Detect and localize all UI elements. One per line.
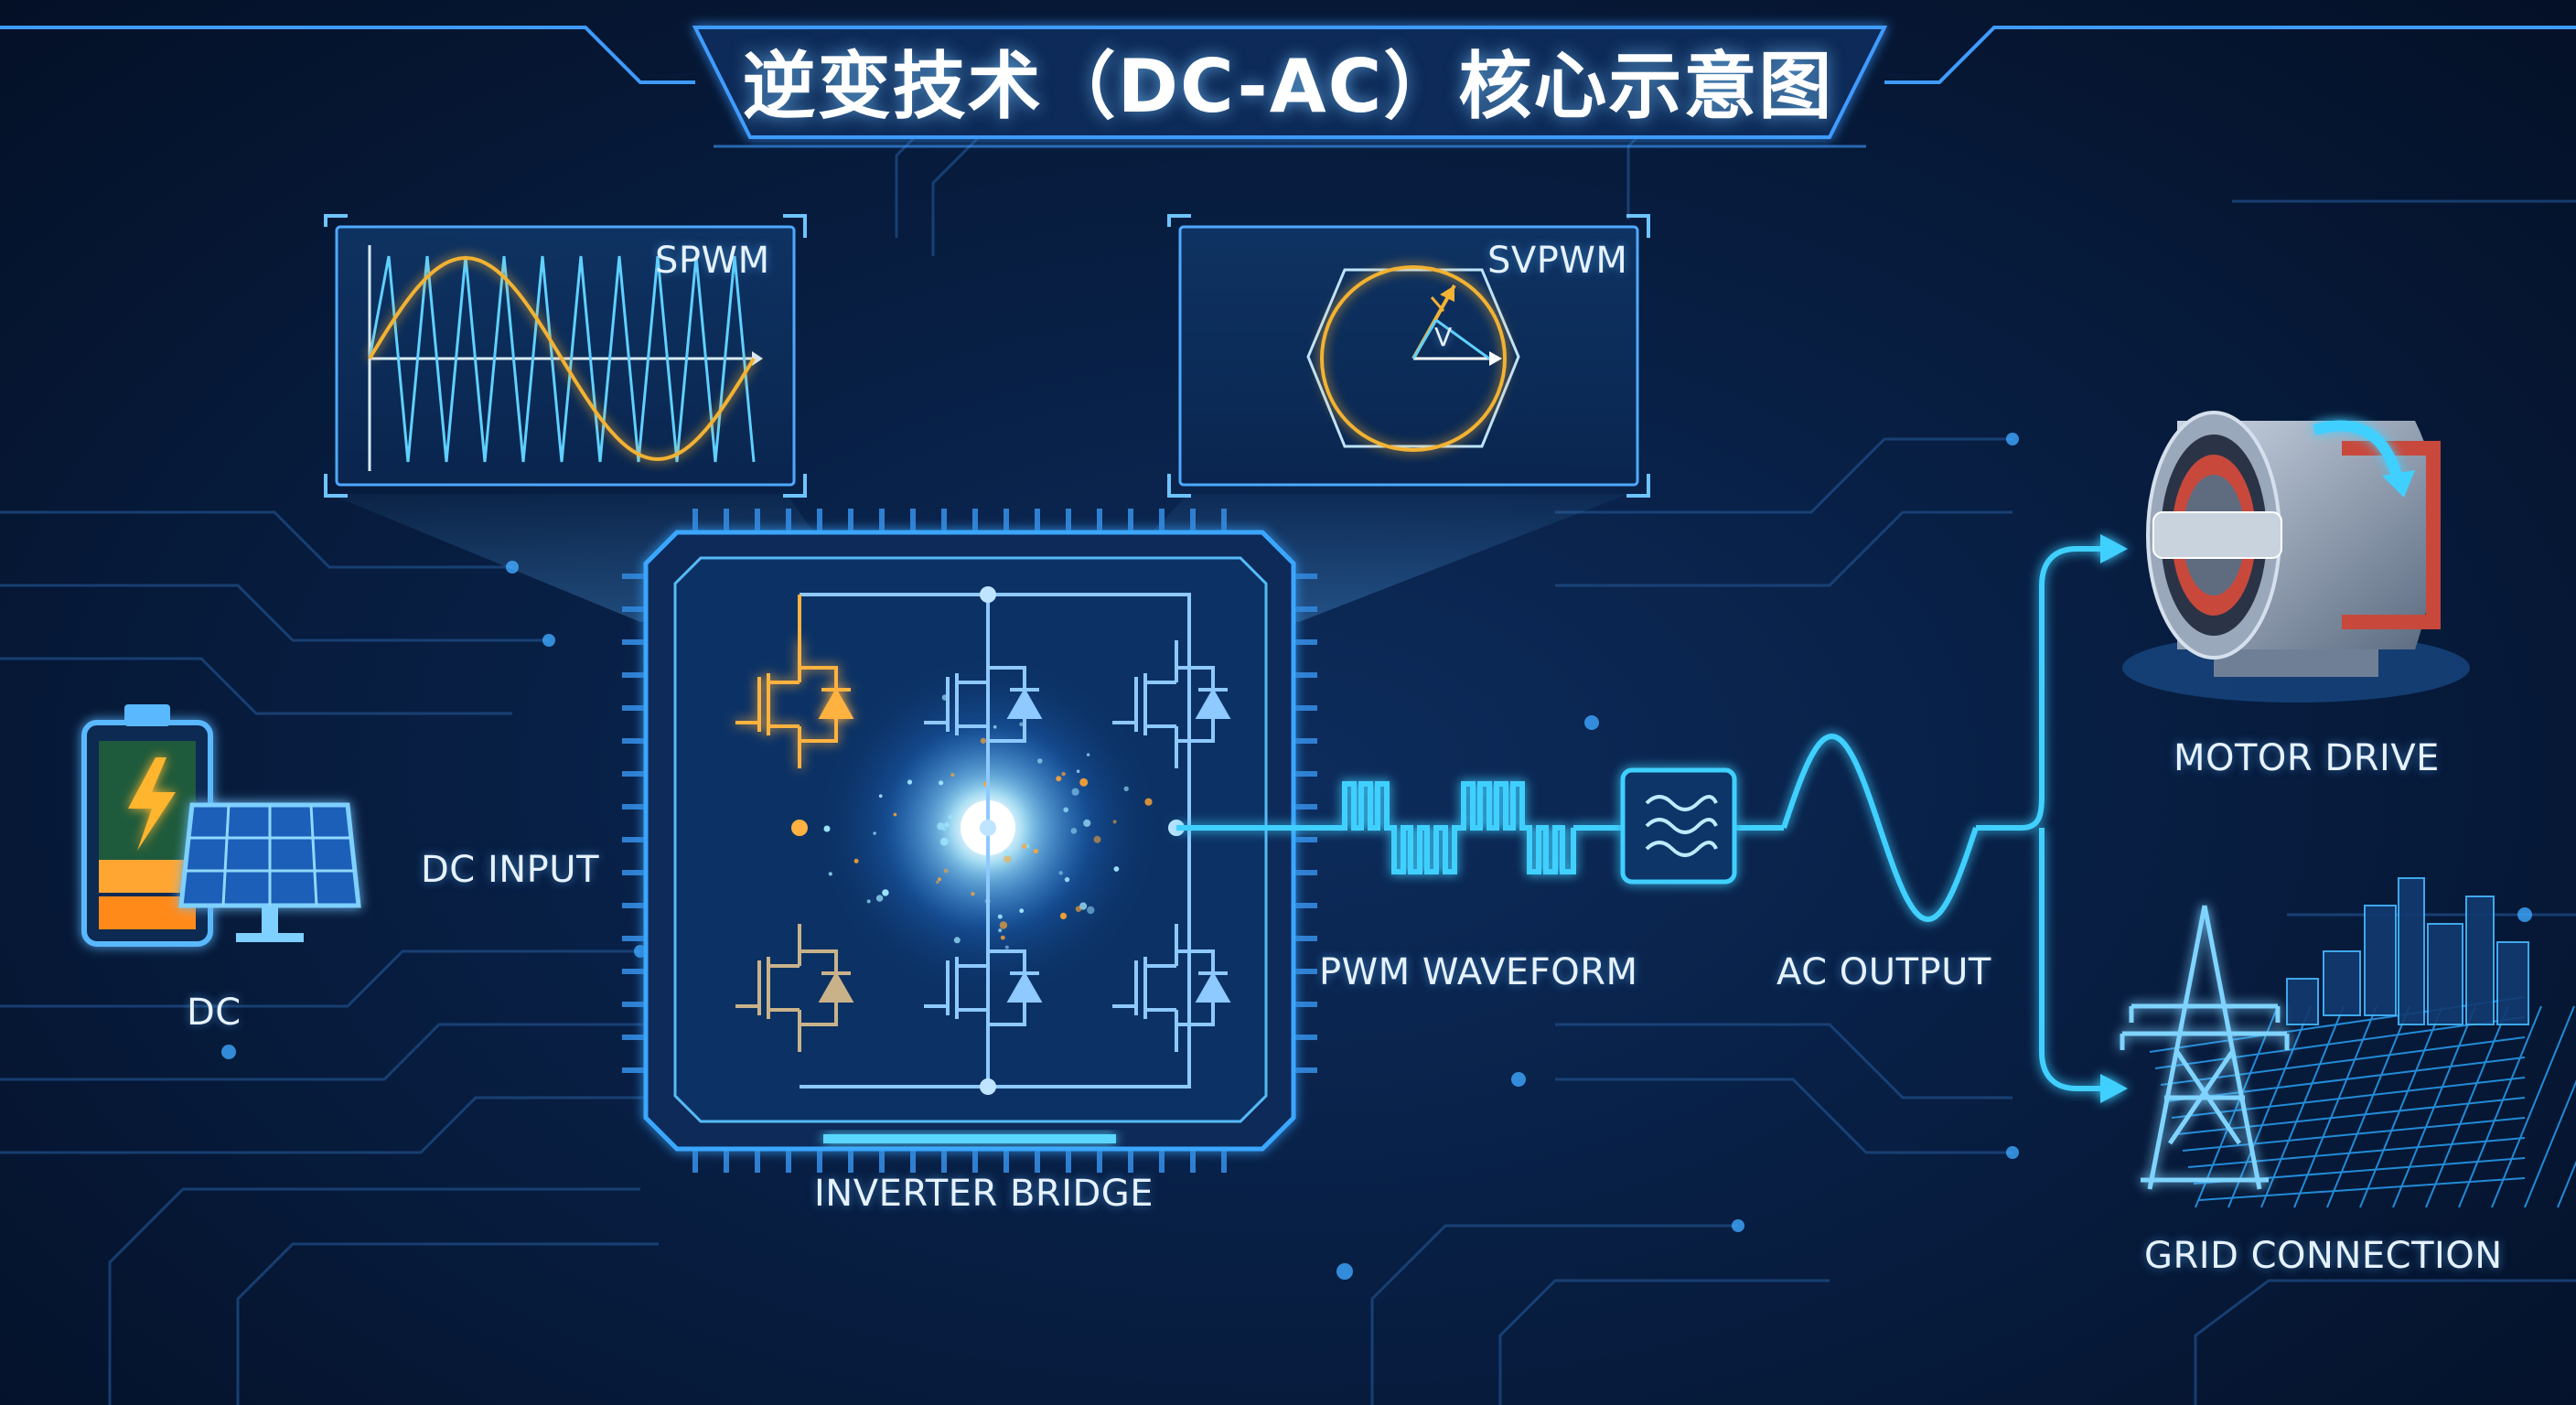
spwm-label: SPWM xyxy=(655,240,770,282)
dc-label: DC xyxy=(187,992,242,1034)
motor-drive-label: MOTOR DRIVE xyxy=(2174,737,2440,779)
dc-input-label: DC INPUT xyxy=(421,849,599,891)
spwm-panel xyxy=(324,214,807,498)
filter-icon xyxy=(1620,767,1737,885)
grid-connection-label: GRID CONNECTION xyxy=(2144,1235,2503,1277)
battery-icon xyxy=(81,704,213,947)
background-circuit-traces xyxy=(0,71,2576,1405)
grid-connection-icon xyxy=(2120,877,2576,1208)
solar-panel-icon xyxy=(178,802,361,942)
inverter-bridge-label: INVERTER BRIDGE xyxy=(814,1173,1154,1215)
inverter-bridge-chip xyxy=(622,509,1317,1173)
page-title: 逆变技术（DC-AC）核心示意图 xyxy=(742,44,1834,129)
title-banner xyxy=(0,26,2576,148)
motor-icon xyxy=(2122,411,2470,702)
svpwm-panel xyxy=(1167,214,1650,498)
space-vector-label: V xyxy=(1434,322,1453,352)
ac-output-label: AC OUTPUT xyxy=(1776,951,1991,993)
pwm-waveform-label: PWM WAVEFORM xyxy=(1319,951,1638,993)
svpwm-label: SVPWM xyxy=(1487,240,1628,282)
output-line xyxy=(1176,546,2109,1091)
